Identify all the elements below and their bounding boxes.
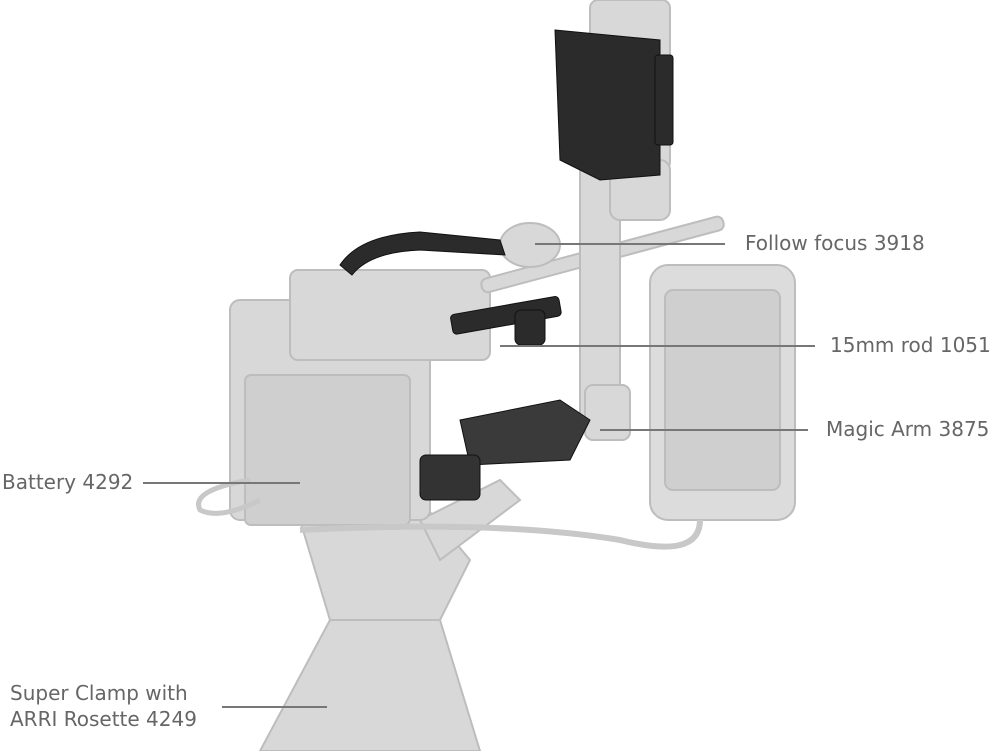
battery	[244, 374, 411, 526]
magic-arm-leader-line	[600, 429, 808, 431]
callout-follow-focus: Follow focus 3918	[745, 231, 925, 255]
battery-leader-line	[143, 482, 300, 484]
rod-clamp	[450, 296, 562, 335]
follow-focus-leader-line	[535, 243, 725, 245]
super-clamp-leader-line	[222, 706, 327, 708]
callout-super-clamp-line1: Super Clamp with	[10, 681, 188, 705]
top-handle	[339, 231, 506, 276]
rod-leader-line	[500, 345, 815, 347]
magic-arm-part	[584, 384, 631, 441]
cage-side	[459, 399, 591, 466]
callout-super-clamp: Super Clamp with ARRI Rosette 4249	[10, 680, 197, 732]
sunhood	[554, 29, 661, 181]
tripod-legs	[258, 619, 482, 751]
follow-focus	[499, 222, 561, 268]
callout-battery: Battery 4292	[2, 470, 134, 494]
callout-magic-arm: Magic Arm 3875	[826, 417, 990, 441]
callout-15mm-rod: 15mm rod 1051	[830, 333, 991, 357]
callout-super-clamp-line2: ARRI Rosette 4249	[10, 707, 197, 731]
